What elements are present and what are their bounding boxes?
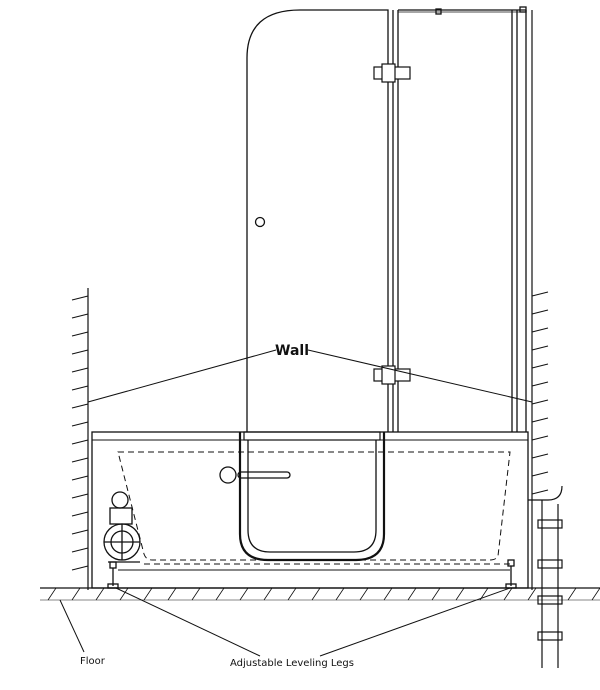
left-wall [71,288,89,590]
walk-in-door [238,431,386,562]
leveling-leg-left [107,561,119,589]
leveling-legs-label: Adjustable Leveling Legs [230,658,354,669]
door-handle [219,466,291,484]
right-wall [531,10,549,590]
shower-door-panel [246,9,389,432]
bathtub-body [91,431,529,589]
hinge-bottom [373,365,411,385]
shower-fixed-panel [392,6,527,432]
hinge-top [373,63,411,83]
pump-motor [103,491,141,563]
door-knob [254,216,266,228]
floor-leader-line [59,599,85,653]
floor [40,587,600,601]
drain-pipe [528,485,563,668]
leveling-leg-right [505,559,517,589]
legs-leader-lines [115,587,511,657]
floor-label: Floor [80,656,106,667]
wall-label: Wall [275,343,309,359]
wall-leader-lines [87,349,533,403]
